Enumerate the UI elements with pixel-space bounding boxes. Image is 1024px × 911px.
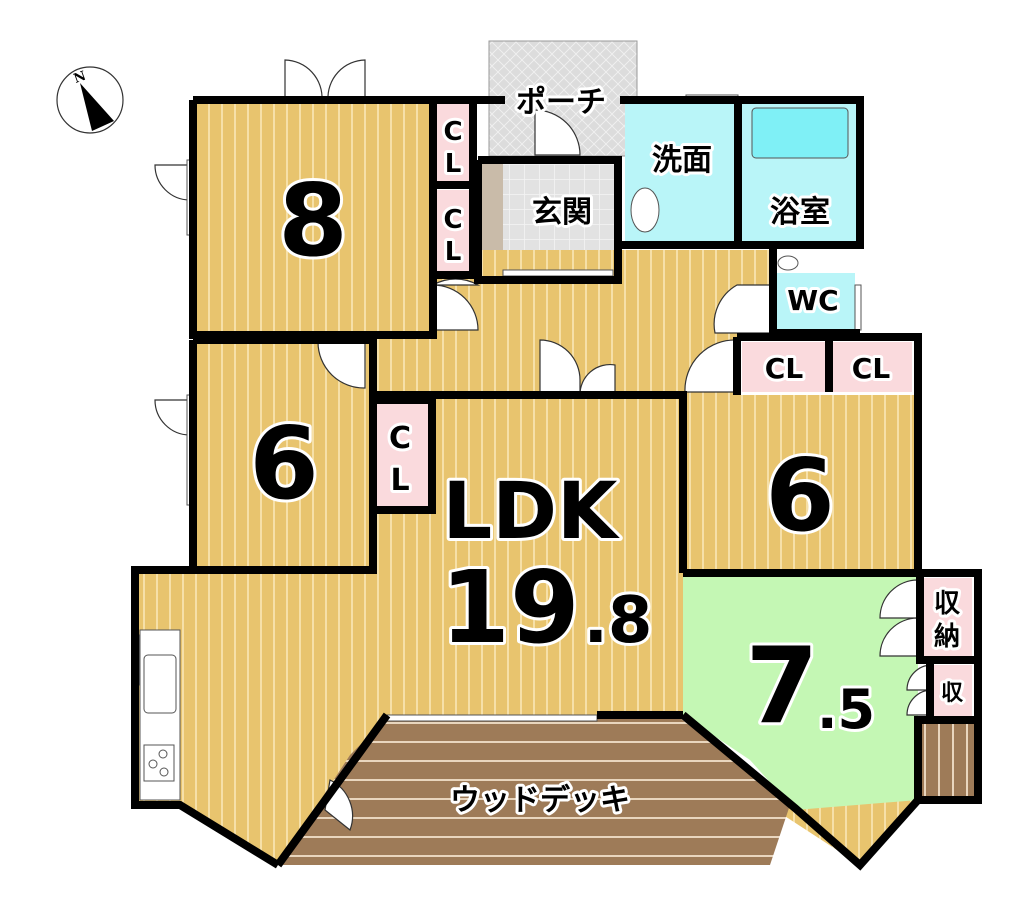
toilet-label: WC	[787, 284, 838, 317]
wood-deck-label: ウッドデッキ	[450, 783, 630, 818]
washroom-label: 洗面	[652, 143, 712, 178]
wood-deck-fill	[278, 718, 790, 865]
ldk-size-integer: 19	[440, 549, 579, 666]
kitchen-counter	[139, 629, 181, 801]
closet-right-a: CL	[765, 352, 804, 385]
porch-label: ポーチ	[516, 85, 606, 120]
shoe-cabinet	[478, 160, 503, 250]
entrance-label: 玄関	[532, 195, 592, 230]
room-label-western-6-left: 6	[249, 405, 319, 522]
bathroom-label: 浴室	[770, 195, 830, 230]
toilet-sink-icon	[777, 255, 799, 271]
closet-left-6-l: L	[390, 463, 409, 498]
wash-basin-icon	[630, 187, 660, 233]
wood-floor	[135, 100, 918, 865]
storage-large-line2: 納	[934, 621, 960, 652]
japanese-room-size-decimal: .5	[817, 678, 875, 741]
closets	[373, 100, 972, 720]
svg-text:N: N	[72, 69, 88, 87]
walls	[131, 96, 982, 871]
closet-top-1-c: C	[443, 117, 462, 147]
closet-left-6-c: C	[389, 421, 411, 456]
stove-icon	[143, 744, 175, 782]
room-label-western-8: 8	[278, 162, 348, 279]
north-arrow-icon: N	[56, 66, 124, 134]
storage-floor	[918, 720, 976, 800]
ldk-size-decimal: .8	[584, 584, 653, 658]
closet-top-2-l: L	[445, 237, 462, 267]
ldk-label: LDK	[443, 467, 620, 557]
storage-small: 収	[941, 681, 964, 706]
kitchen-sink-icon	[143, 654, 177, 714]
closet-top-1-l: L	[445, 149, 462, 179]
bathtub-icon	[751, 107, 849, 159]
closet-top-2-c: C	[443, 205, 462, 235]
room-label-western-6-right: 6	[765, 437, 835, 554]
japanese-room-size-integer: 7	[745, 625, 818, 747]
storage-large-line1: 収	[934, 589, 961, 619]
japanese-room-fill	[683, 573, 918, 810]
closet-right-b: CL	[852, 352, 891, 385]
